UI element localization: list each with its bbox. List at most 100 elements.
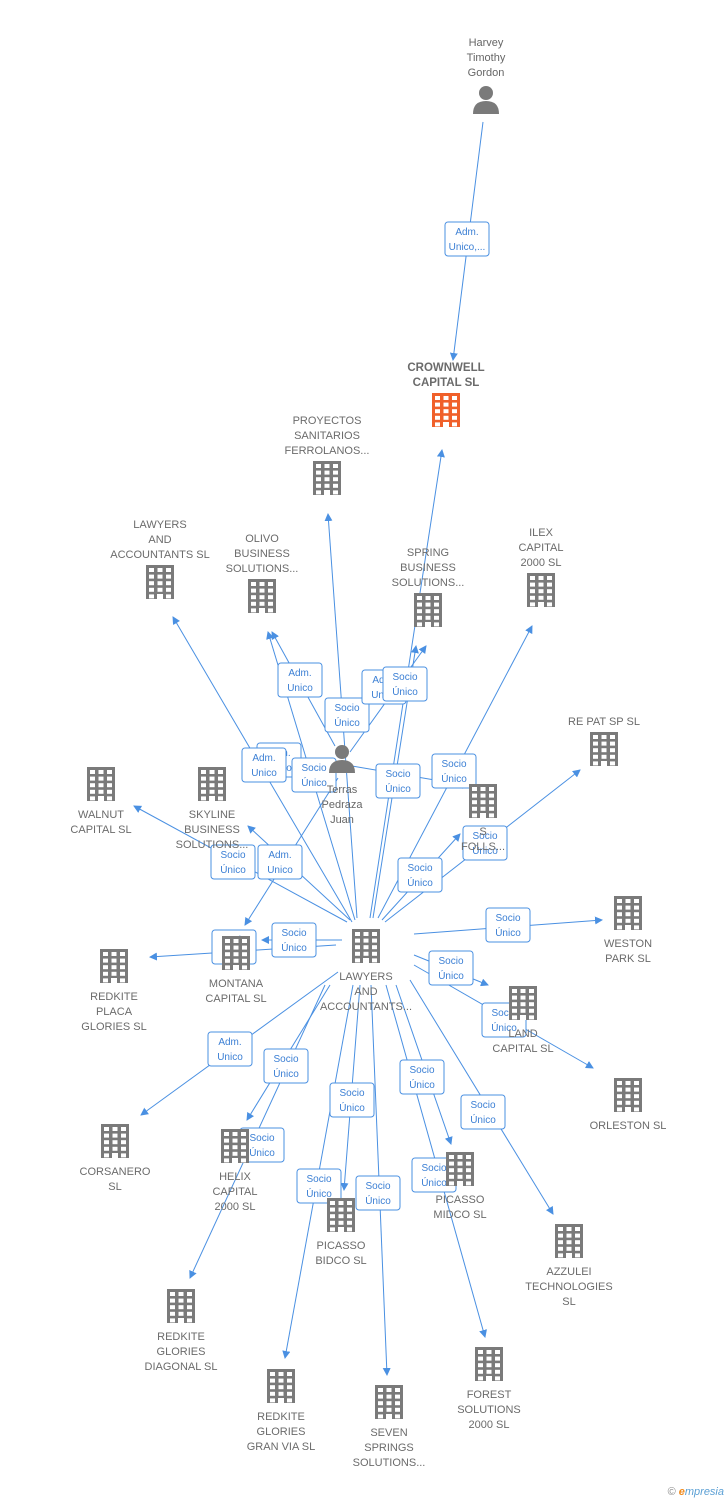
node-repat[interactable]: RE PAT SP SL	[568, 716, 640, 766]
edge-label-text: Único	[409, 1078, 435, 1091]
node-label-line: FOREST	[467, 1389, 512, 1401]
building-icon	[475, 1347, 503, 1381]
edge-label-box	[296, 1168, 342, 1204]
node-label-line: ACCOUNTANTS SL	[110, 549, 209, 561]
node-label-line: Gordon	[468, 67, 505, 79]
node-label-line: AZZULEI	[546, 1266, 591, 1278]
edge-label-box	[444, 221, 490, 257]
node-label-line: REDKITE	[157, 1331, 205, 1343]
node-label-line: MONTANA	[209, 978, 264, 990]
edge-label-text: Socio	[470, 1100, 495, 1111]
edge-label-lawyers_center-to-olivo[interactable]: Adm.Unico	[277, 662, 323, 698]
node-olivo[interactable]: OLIVOBUSINESSSOLUTIONS...	[226, 533, 299, 613]
building-icon	[87, 767, 115, 801]
edge-label-lawyers_center-to-corsanero[interactable]: Adm.Unico	[207, 1031, 253, 1067]
node-seven[interactable]: SEVENSPRINGSSOLUTIONS...	[353, 1385, 426, 1469]
building-icon	[248, 579, 276, 613]
person-icon	[473, 86, 499, 114]
node-label-line: REDKITE	[90, 991, 138, 1003]
node-label-line: MIDCO SL	[433, 1209, 486, 1221]
node-orleston[interactable]: ORLESTON SL	[590, 1078, 667, 1132]
node-label-line: SKYLINE	[189, 809, 235, 821]
edge-label-box	[263, 1048, 309, 1084]
building-icon	[614, 896, 642, 930]
edge-label-harvey-to-crownwell[interactable]: Adm.Unico,...	[444, 221, 490, 257]
node-label-line: SOLUTIONS...	[353, 1457, 426, 1469]
node-label-line: GLORIES SL	[81, 1021, 146, 1033]
edge-label-text: Socio	[301, 763, 326, 774]
edge-label-text: Único	[301, 776, 327, 789]
node-spring[interactable]: SPRINGBUSINESSSOLUTIONS...	[392, 547, 465, 627]
node-proyectos[interactable]: PROYECTOSSANITARIOSFERROLANOS...	[285, 415, 370, 495]
node-label-line: AND	[148, 534, 171, 546]
edge-label-lawyers_center-to-skyline[interactable]: Adm.Unico	[257, 844, 303, 880]
node-label-line: 2000 SL	[469, 1419, 510, 1431]
edge-label-box	[324, 697, 370, 733]
node-label-line: Terras	[327, 784, 358, 796]
building-icon	[446, 1152, 474, 1186]
edge-label-box	[428, 950, 474, 986]
node-label-line: GLORIES	[257, 1426, 306, 1438]
node-picasso_midco[interactable]: PICASSO MIDCO SL	[433, 1152, 487, 1221]
node-lawyers_center[interactable]: LAWYERSANDACCOUNTANTS...	[320, 929, 412, 1013]
node-label-line: REDKITE	[257, 1411, 305, 1423]
empresia-logo[interactable]: empresia	[678, 1486, 724, 1498]
building-icon	[469, 784, 497, 818]
node-sfolls[interactable]: SFOLLS...	[461, 784, 505, 853]
node-label-line: 2000 SL	[215, 1201, 256, 1213]
node-label-line: SPRINGS	[364, 1442, 414, 1454]
building-icon	[100, 949, 128, 983]
node-label-line: CAPITAL	[212, 1186, 257, 1198]
edge-label-juan-to-olivo[interactable]: Adm.Unico	[241, 747, 287, 783]
node-label-line: BIDCO SL	[315, 1255, 366, 1267]
footer-brand: © empresia	[668, 1486, 724, 1498]
node-skyline[interactable]: SKYLINEBUSINESSSOLUTIONS...	[176, 767, 249, 851]
edge-label-text: Único	[334, 716, 360, 729]
node-label-line: ILEX	[529, 527, 554, 539]
edge-label-text: Socio	[281, 928, 306, 939]
node-label-line: PICASSO	[436, 1194, 485, 1206]
edge-label-text: Único	[273, 1067, 299, 1080]
edge-label-text: Socio	[491, 1008, 516, 1019]
node-label-line: SPRING	[407, 547, 449, 559]
building-icon	[527, 573, 555, 607]
edge-label-text: Socio	[220, 850, 245, 861]
